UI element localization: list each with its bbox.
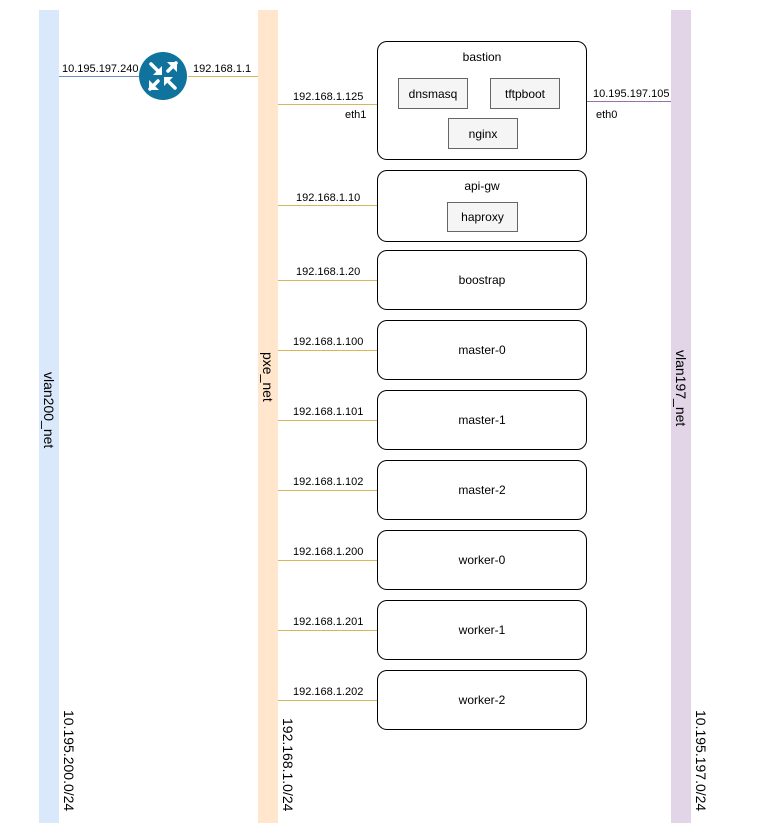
host-name: master-0 (458, 343, 506, 357)
host-ip: 192.168.1.200 (293, 546, 364, 558)
vlan200-net-bar (39, 10, 59, 823)
vlan197-net-bar (671, 10, 691, 823)
bastion-eth0-ip: 10.195.197.105 (593, 88, 670, 100)
host-node-boostrap: boostrap (377, 250, 587, 310)
host-link (278, 350, 377, 351)
host-link (278, 630, 377, 631)
host-node-worker-2: worker-2 (377, 670, 587, 730)
api-gw-link (278, 205, 377, 206)
host-name: boostrap (458, 273, 506, 287)
host-node-worker-1: worker-1 (377, 600, 587, 660)
host-link (278, 490, 377, 491)
api-gw-ip: 192.168.1.10 (296, 192, 361, 204)
vlan200-net-cidr: 10.195.200.0/24 (61, 710, 77, 812)
nginx-service: nginx (448, 118, 518, 149)
bastion-node: bastion dnsmasq tftpboot nginx (377, 41, 587, 160)
haproxy-service: haproxy (447, 202, 518, 232)
pxe-net-bar (258, 10, 278, 823)
router-icon (139, 52, 187, 100)
tftpboot-service: tftpboot (490, 78, 560, 109)
host-ip: 192.168.1.101 (293, 406, 364, 418)
host-link (278, 280, 377, 281)
host-ip: 192.168.1.201 (293, 616, 364, 628)
router-pxe-ip: 192.168.1.1 (193, 63, 252, 75)
bastion-eth1-label: eth1 (345, 109, 367, 121)
host-name: worker-2 (458, 693, 506, 707)
pxe-net-name: pxe_net (260, 352, 276, 402)
host-ip: 192.168.1.100 (293, 336, 364, 348)
bastion-eth1-ip: 192.168.1.125 (293, 91, 364, 103)
bastion-title: bastion (462, 50, 502, 64)
bastion-eth1-link (278, 104, 377, 105)
dnsmasq-service: dnsmasq (398, 78, 468, 109)
host-link (278, 420, 377, 421)
host-ip: 192.168.1.202 (293, 686, 364, 698)
vlan197-net-name: vlan197_net (673, 350, 689, 427)
host-ip: 192.168.1.20 (296, 266, 361, 278)
pxe-net-cidr: 192.168.1.0/24 (280, 718, 296, 812)
host-node-worker-0: worker-0 (377, 530, 587, 590)
host-name: worker-0 (458, 553, 506, 567)
vlan200-net-name: vlan200_net (41, 372, 57, 449)
api-gw-node: api-gw haproxy (377, 170, 587, 242)
router-vlan200-ip: 10.195.197.240 (62, 63, 139, 75)
router-pxe-link (188, 76, 258, 77)
host-link (278, 700, 377, 701)
api-gw-title: api-gw (464, 179, 500, 193)
host-node-master-0: master-0 (377, 320, 587, 380)
host-name: master-2 (458, 483, 506, 497)
host-node-master-2: master-2 (377, 460, 587, 520)
host-link (278, 560, 377, 561)
router-vlan200-link (59, 76, 139, 77)
host-name: worker-1 (458, 623, 506, 637)
vlan197-net-cidr: 10.195.197.0/24 (693, 710, 709, 812)
bastion-eth0-link (587, 101, 671, 102)
host-ip: 192.168.1.102 (293, 476, 364, 488)
bastion-eth0-label: eth0 (596, 109, 618, 121)
host-node-master-1: master-1 (377, 390, 587, 450)
host-name: master-1 (458, 413, 506, 427)
